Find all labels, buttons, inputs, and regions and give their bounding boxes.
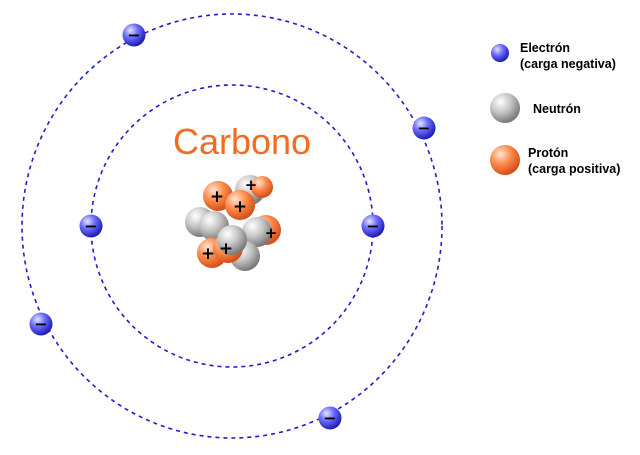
element-title: Carbono bbox=[173, 121, 311, 162]
proton-swatch bbox=[490, 145, 520, 175]
legend-proton-desc: (carga positiva) bbox=[528, 162, 620, 176]
proton-sign: + bbox=[233, 197, 247, 217]
electron: − bbox=[412, 116, 436, 140]
legend-neutron-label: Neutrón bbox=[533, 102, 581, 116]
electron: − bbox=[79, 214, 103, 238]
electron: − bbox=[361, 214, 385, 238]
legend-electron: Electrón (carga negativa) bbox=[491, 41, 616, 71]
neutron bbox=[242, 217, 272, 247]
outer-orbit bbox=[21, 13, 443, 439]
electron: − bbox=[29, 312, 53, 336]
electron-sign: − bbox=[84, 217, 97, 236]
electron: − bbox=[122, 23, 146, 47]
proton-sign: + bbox=[210, 187, 224, 207]
electrons: − − − − − − bbox=[29, 23, 436, 430]
proton-sign: + bbox=[265, 224, 278, 242]
legend-electron-label: Electrón bbox=[520, 41, 570, 55]
electron-swatch bbox=[491, 44, 509, 62]
legend-neutron: Neutrón bbox=[490, 93, 581, 123]
electron: − bbox=[318, 406, 342, 430]
proton-sign: + bbox=[245, 176, 258, 194]
proton-sign: + bbox=[219, 239, 233, 259]
electron-sign: − bbox=[323, 409, 336, 428]
neutron bbox=[217, 225, 247, 255]
legend-proton-label: Protón bbox=[528, 146, 568, 160]
proton bbox=[251, 176, 273, 198]
legend-proton: Protón (carga positiva) bbox=[490, 145, 620, 176]
neutron-swatch bbox=[490, 93, 520, 123]
legend: Electrón (carga negativa) Neutrón Protón… bbox=[490, 41, 620, 176]
electron-sign: − bbox=[417, 119, 430, 138]
proton-sign: + bbox=[201, 244, 215, 264]
electron-sign: − bbox=[366, 217, 379, 236]
electron-sign: − bbox=[127, 26, 140, 45]
electron-sign: − bbox=[34, 315, 47, 334]
legend-electron-desc: (carga negativa) bbox=[520, 57, 616, 71]
nucleus: + + + + + + bbox=[185, 175, 281, 271]
proton bbox=[225, 190, 255, 220]
